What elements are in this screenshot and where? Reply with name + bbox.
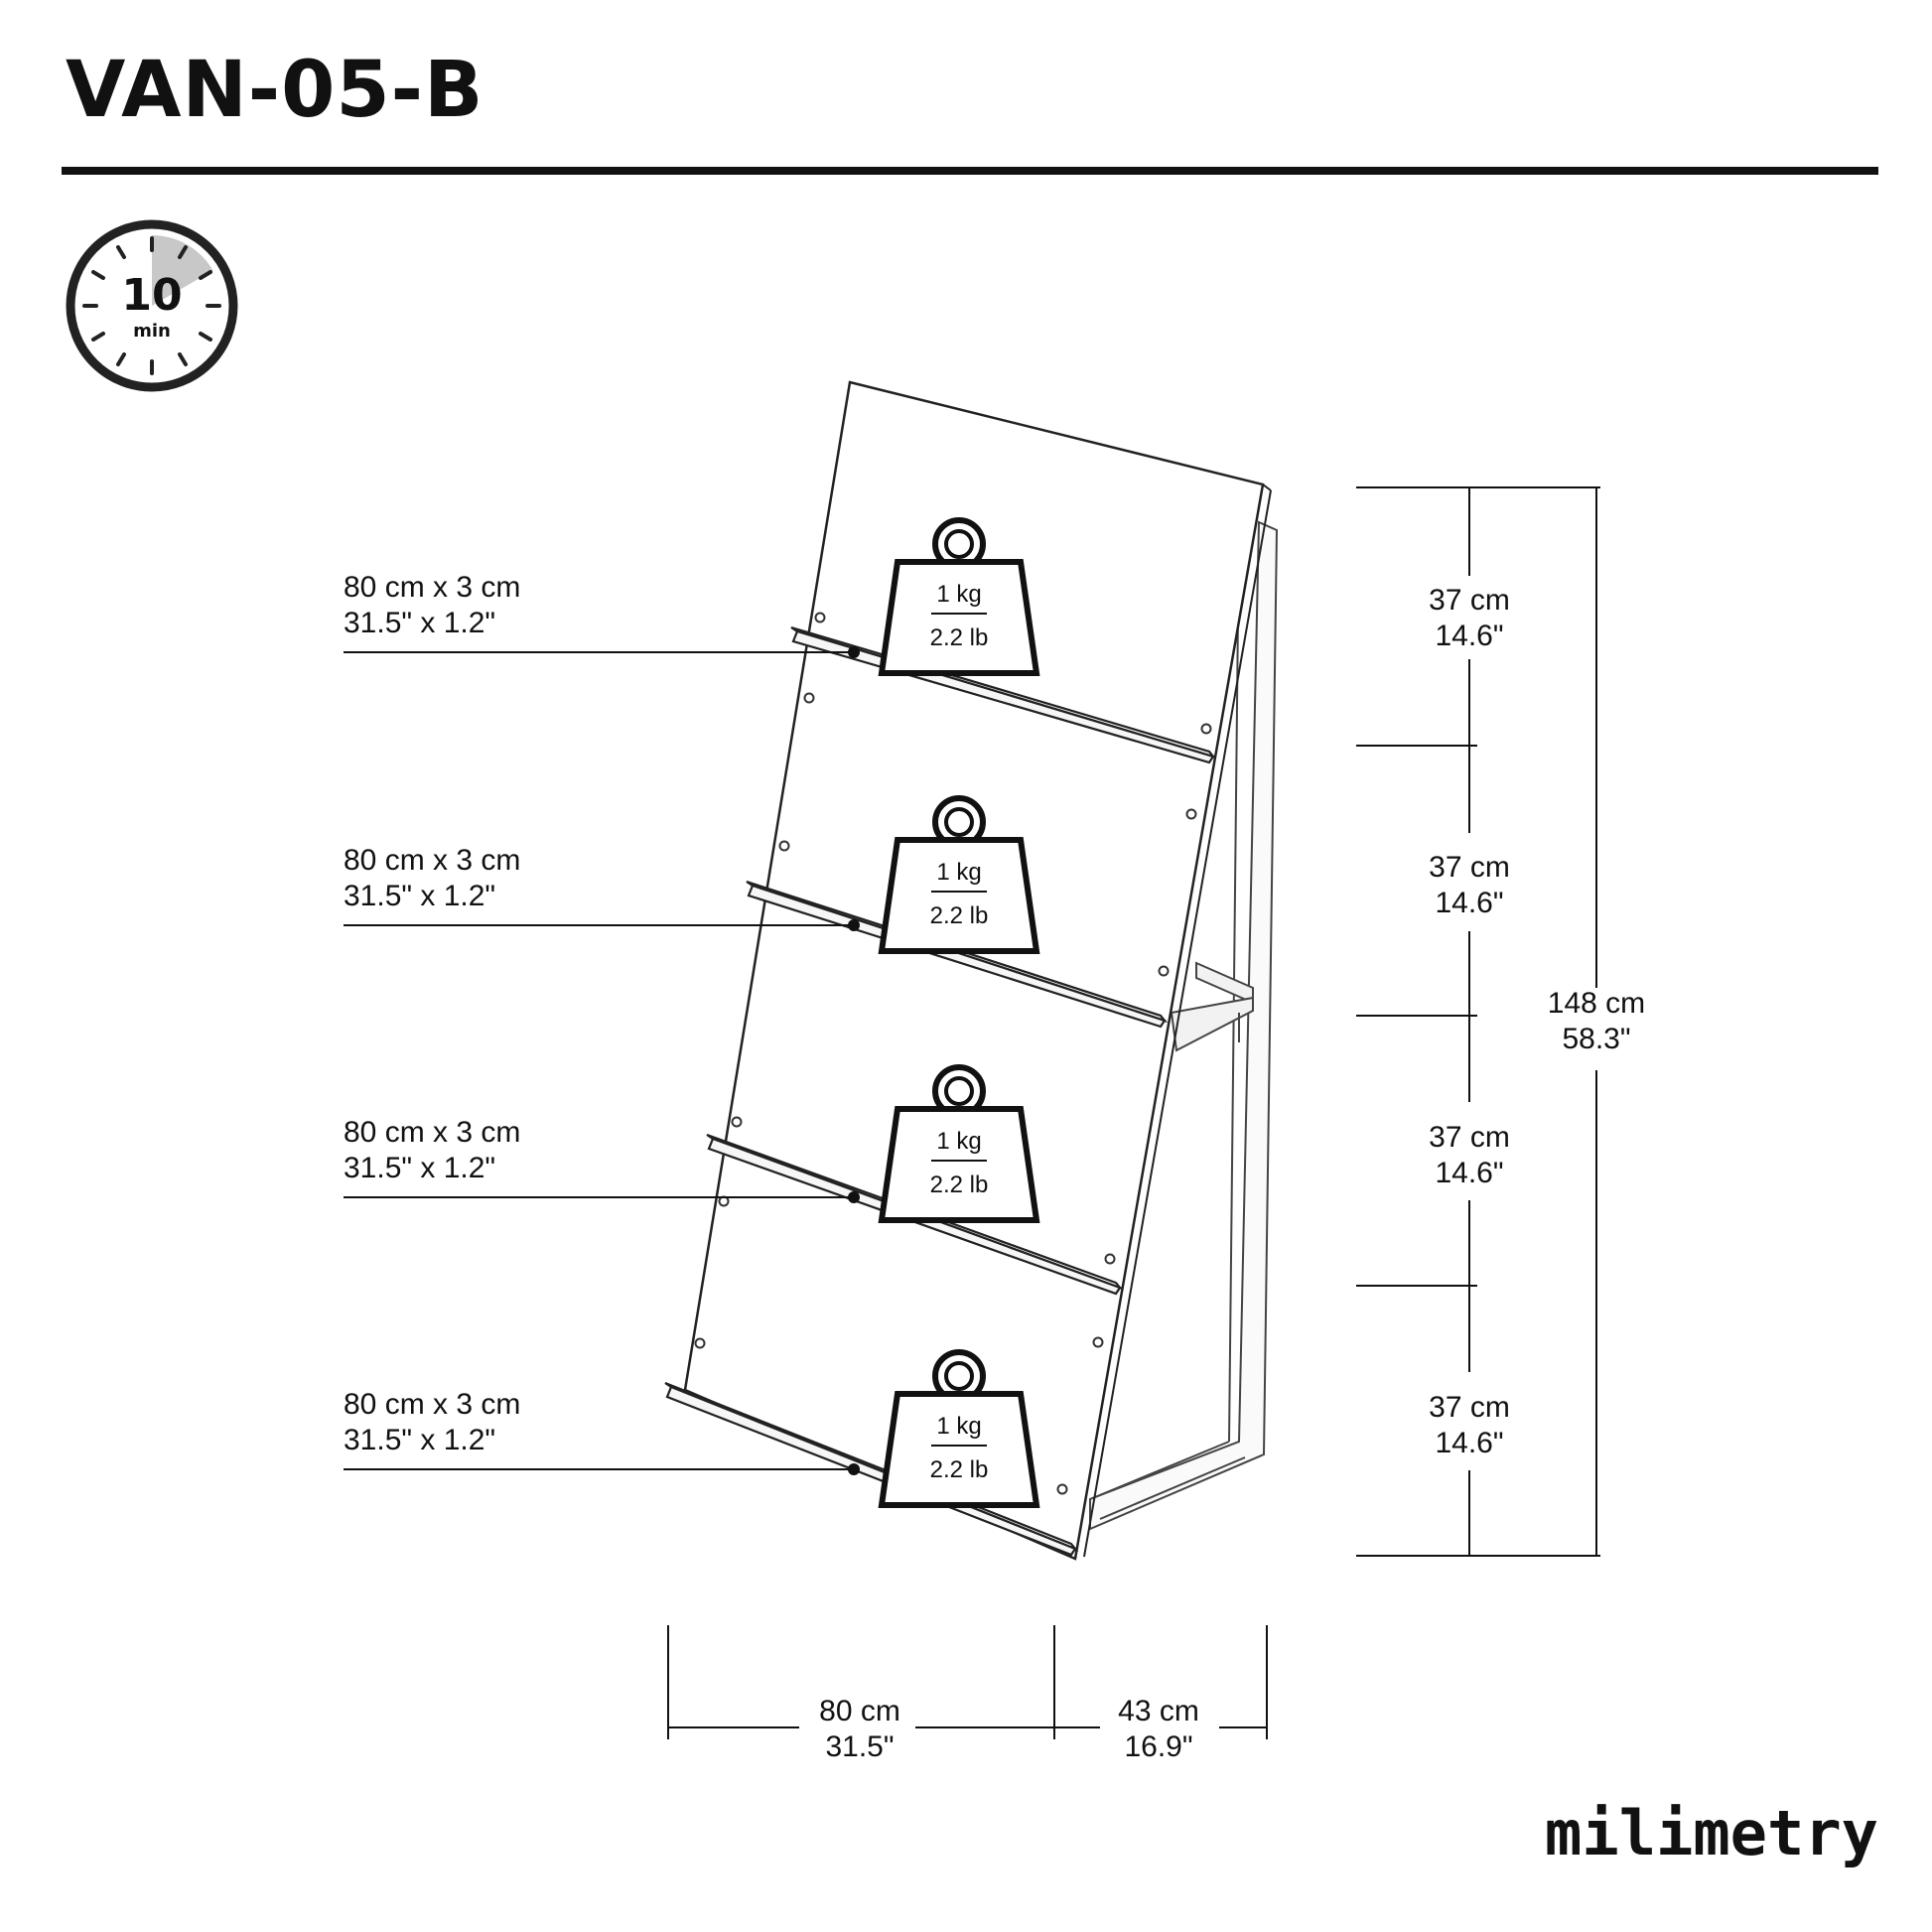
shelf-size-imperial: 31.5" x 1.2" — [344, 880, 495, 912]
width-imperial: 31.5" — [825, 1730, 894, 1763]
shelf-size-imperial: 31.5" x 1.2" — [344, 607, 495, 639]
depth-label: 43 cm 16.9" — [1118, 1695, 1199, 1763]
width-label: 80 cm 31.5" — [819, 1695, 900, 1763]
weight-icon: 1 kg 2.2 lb — [878, 517, 1040, 676]
total-height-label: 148 cm 58.3" — [1548, 987, 1645, 1055]
brand-logo: milimetry — [1545, 1797, 1878, 1869]
bottom-dimension-lines — [667, 1625, 1268, 1739]
weight-imperial: 2.2 lb — [930, 1172, 989, 1198]
segment-imperial: 14.6" — [1435, 620, 1503, 652]
shelf-size-imperial: 31.5" x 1.2" — [344, 1152, 495, 1184]
depth-imperial: 16.9" — [1124, 1730, 1192, 1763]
width-metric: 80 cm — [819, 1695, 900, 1727]
title-rule — [62, 167, 1878, 175]
weight-icon: 1 kg 2.2 lb — [878, 1064, 1040, 1223]
shelf-label-2: 80 cm x 3 cm 31.5" x 1.2" — [344, 844, 520, 912]
segment-metric: 37 cm — [1429, 851, 1510, 884]
timer-value: 10 — [121, 270, 182, 321]
depth-metric: 43 cm — [1118, 1695, 1199, 1727]
shelf-label-4: 80 cm x 3 cm 31.5" x 1.2" — [344, 1388, 520, 1456]
weight-imperial: 2.2 lb — [930, 902, 989, 929]
weight-imperial: 2.2 lb — [930, 624, 989, 651]
shelf-label-3: 80 cm x 3 cm 31.5" x 1.2" — [344, 1116, 520, 1184]
weight-metric: 1 kg — [936, 1413, 981, 1440]
height-dimension-lines — [1356, 486, 1600, 1557]
segment-metric: 37 cm — [1429, 584, 1510, 617]
segment-imperial: 14.6" — [1435, 1157, 1503, 1189]
weight-imperial: 2.2 lb — [930, 1456, 989, 1483]
rear-frame — [1089, 520, 1279, 1531]
weight-icon: 1 kg 2.2 lb — [878, 1349, 1040, 1508]
shelf-size-metric: 80 cm x 3 cm — [344, 1116, 520, 1149]
stopwatch-icon: 10 min — [66, 219, 238, 392]
shelf-leaders — [344, 651, 854, 1470]
page-title: VAN-05-B — [66, 46, 484, 135]
shelf-leader-dots — [848, 646, 860, 1475]
segment-metric: 37 cm — [1429, 1391, 1510, 1424]
total-height-imperial: 58.3" — [1562, 1023, 1630, 1055]
shelf-size-metric: 80 cm x 3 cm — [344, 844, 520, 877]
shelf-size-imperial: 31.5" x 1.2" — [344, 1424, 495, 1456]
display-board — [683, 380, 1272, 1561]
weight-metric: 1 kg — [936, 859, 981, 886]
total-height-metric: 148 cm — [1548, 987, 1645, 1020]
segment-label-1: 37 cm 14.6" — [1429, 584, 1510, 652]
weight-metric: 1 kg — [936, 1128, 981, 1155]
shelf-size-metric: 80 cm x 3 cm — [344, 1388, 520, 1421]
shelf-label-1: 80 cm x 3 cm 31.5" x 1.2" — [344, 571, 520, 639]
timer-unit: min — [133, 321, 171, 342]
segment-metric: 37 cm — [1429, 1121, 1510, 1154]
segment-label-2: 37 cm 14.6" — [1429, 851, 1510, 919]
segment-label-4: 37 cm 14.6" — [1429, 1391, 1510, 1459]
weight-icon: 1 kg 2.2 lb — [878, 795, 1040, 954]
segment-imperial: 14.6" — [1435, 1427, 1503, 1459]
segment-label-3: 37 cm 14.6" — [1429, 1121, 1510, 1189]
segment-imperial: 14.6" — [1435, 887, 1503, 919]
weight-metric: 1 kg — [936, 581, 981, 608]
shelf-size-metric: 80 cm x 3 cm — [344, 571, 520, 604]
